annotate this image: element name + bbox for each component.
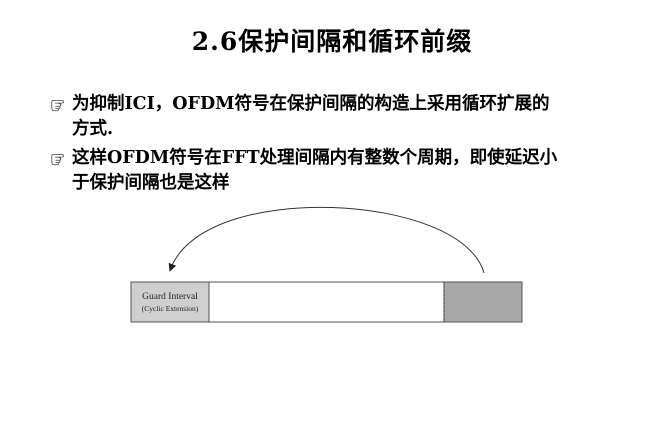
ofdm-symbol-body: [208, 281, 445, 323]
guard-interval-block: [130, 281, 210, 323]
bullet-line: 这样OFDM符号在FFT处理间隔内有整数个周期，即使延迟小: [72, 148, 558, 168]
bullet-line: 方式.: [72, 119, 114, 139]
bullet-list: 为抑制ICI，OFDM符号在保护间隔的构造上采用循环扩展的 方式. 这样OFDM…: [51, 92, 622, 200]
symbol-tail-block: [443, 281, 523, 323]
pointing-hand-icon: [51, 153, 64, 166]
guard-interval-label: Guard Interval: [142, 292, 198, 302]
bullet-line: 为抑制ICI，OFDM符号在保护间隔的构造上采用循环扩展的: [72, 94, 550, 114]
cyclic-copy-arrow: [168, 206, 485, 274]
bullet-item: 为抑制ICI，OFDM符号在保护间隔的构造上采用循环扩展的 方式.: [51, 92, 622, 142]
guard-interval-sublabel: (Cyclic Extension): [142, 304, 199, 313]
bullet-item: 这样OFDM符号在FFT处理间隔内有整数个周期，即使延迟小 于保护间隔也是这样: [51, 146, 622, 196]
pointing-hand-icon: [51, 99, 64, 112]
slide-title: 2.6保护间隔和循环前缀: [191, 27, 473, 56]
bullet-line: 于保护间隔也是这样: [72, 173, 230, 193]
